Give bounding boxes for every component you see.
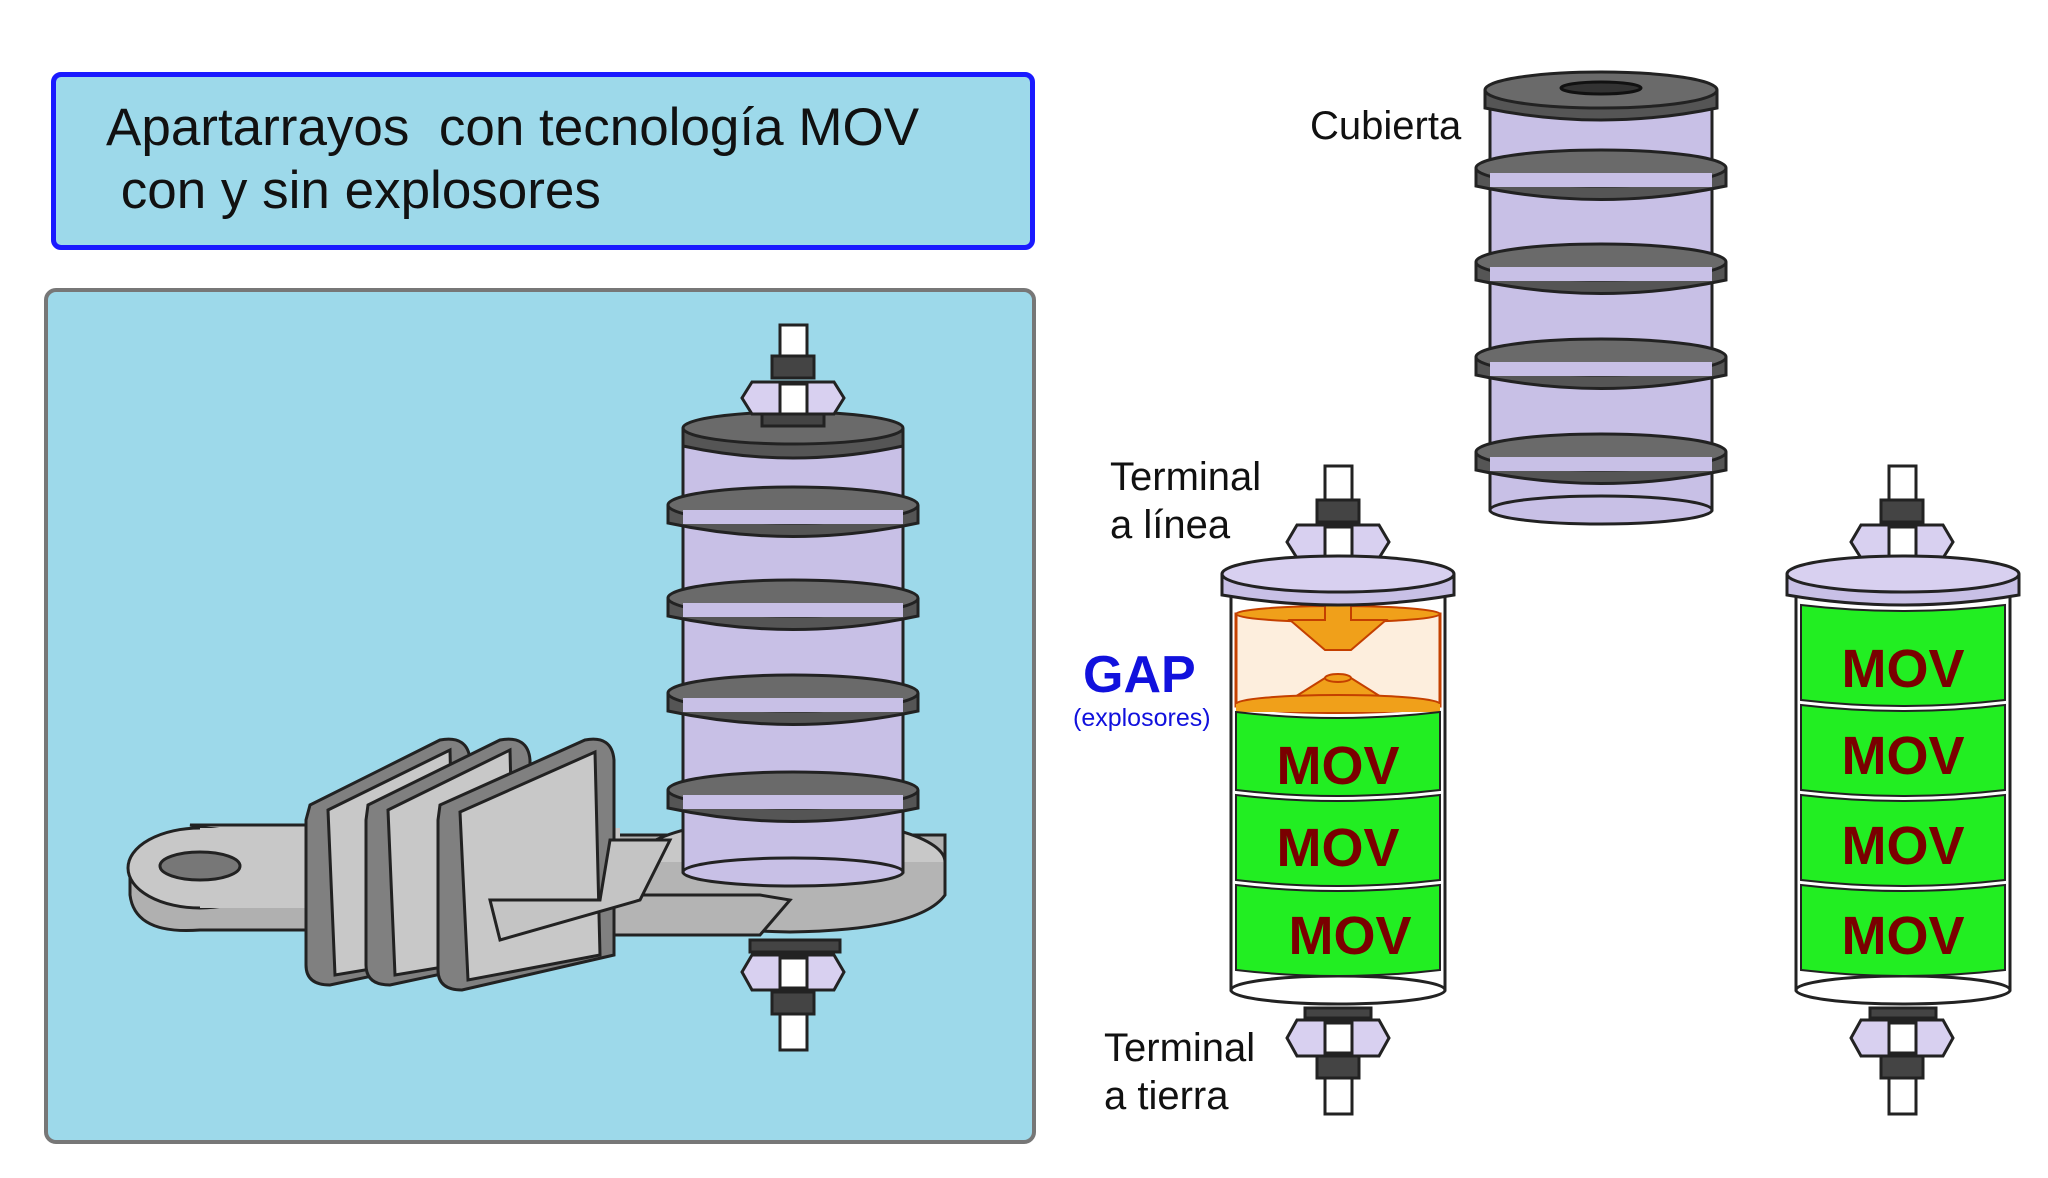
mov-label-gapless-2: MOV bbox=[1841, 726, 1965, 786]
left-sheds bbox=[666, 410, 920, 823]
cover-insulator bbox=[1474, 70, 1728, 526]
left-bottom-terminal bbox=[740, 938, 846, 1052]
gap-chamber bbox=[1234, 595, 1442, 714]
gap-sublabel: (explosores) bbox=[1073, 704, 1211, 732]
mounted-arrester bbox=[126, 323, 947, 1052]
left-top-terminal bbox=[740, 323, 846, 428]
left-insulator bbox=[666, 323, 920, 1052]
title-box: Apartarrayos con tecnología MOV con y si… bbox=[51, 72, 1035, 250]
title-line-1: Apartarrayos con tecnología MOV bbox=[106, 98, 920, 157]
mov-label-gapped-3: MOV bbox=[1288, 906, 1412, 966]
cover-label: Cubierta bbox=[1310, 104, 1462, 148]
line-terminal-label-1: Terminal bbox=[1110, 455, 1262, 499]
title-line-2: con y sin explosores bbox=[106, 161, 601, 220]
gapped-arrester bbox=[1220, 464, 1456, 1116]
mov-label-gapless-1: MOV bbox=[1841, 639, 1965, 699]
ground-terminal-label-1: Terminal bbox=[1104, 1026, 1256, 1070]
mov-label-gapped-2: MOV bbox=[1276, 818, 1400, 878]
bracket-hole bbox=[158, 850, 242, 882]
gapless-arrester bbox=[1785, 464, 2021, 1116]
ground-terminal-label-2: a tierra bbox=[1104, 1074, 1229, 1118]
gap-label: GAP bbox=[1083, 646, 1196, 704]
mov-label-gapless-3: MOV bbox=[1841, 816, 1965, 876]
gapless-mov-stack bbox=[1800, 603, 2006, 977]
mov-label-gapless-4: MOV bbox=[1841, 906, 1965, 966]
cover-top-hole bbox=[1559, 80, 1643, 96]
gapped-mov-stack bbox=[1235, 710, 1441, 977]
line-terminal-label-2: a línea bbox=[1110, 503, 1231, 547]
clamp-plates bbox=[304, 737, 616, 992]
mov-label-gapped-1: MOV bbox=[1276, 736, 1400, 796]
